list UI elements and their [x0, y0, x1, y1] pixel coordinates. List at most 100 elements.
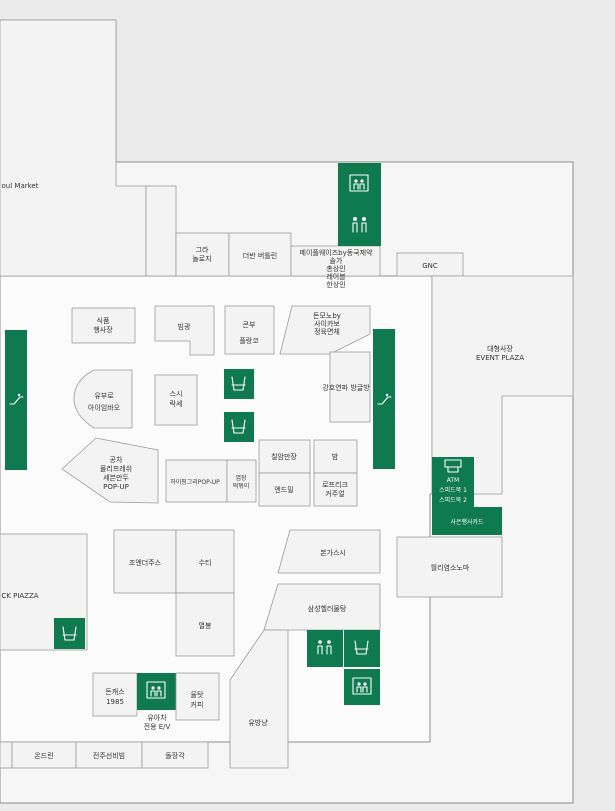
store-label-grand-toys-2: 놀로지: [192, 254, 211, 263]
store-sushi[interactable]: [154, 374, 198, 426]
store-yubuyo[interactable]: [73, 369, 133, 429]
store-label-gongcha-2: 몰리프레쉬: [100, 464, 132, 473]
store-label-heritage-5: 한상인: [326, 280, 345, 289]
store-suti[interactable]: [175, 529, 235, 594]
trash-bin-icon: [231, 419, 246, 434]
store-label-gongcha-4: POP-UP: [103, 483, 129, 491]
trash-point-1[interactable]: [224, 369, 254, 399]
store-label-suti: 수티: [199, 558, 212, 567]
store-label-heritage-4: 레이블: [326, 272, 346, 281]
store-label-seoul-market: oul Market: [2, 182, 39, 190]
store-heritage[interactable]: [290, 245, 381, 277]
store-label-event-plaza-2: EVENT PLAZA: [476, 354, 524, 362]
store-label-donmono-3: 정육면체: [314, 327, 340, 336]
store-yeomtteok[interactable]: [226, 459, 257, 503]
store-label-food-event-2: 행사장: [93, 325, 113, 334]
store-label-yubangnyang: 유방냥: [248, 718, 268, 727]
atm-kiosk[interactable]: [432, 457, 474, 507]
store-label-deoban-butler: 더반 버틀린: [243, 251, 277, 260]
store-label-yubuyo-1: 유부로: [94, 392, 114, 400]
store-label-sushi-1: 스시: [170, 390, 183, 398]
store-label-yeomtteok-1: 엽장: [235, 474, 247, 482]
escalator-icon: [377, 393, 392, 405]
store-bongasushi[interactable]: [277, 529, 381, 574]
store-ganghoyeon[interactable]: [329, 351, 371, 423]
store-roprik[interactable]: [313, 472, 358, 507]
service-label-speedbook-1: 스피드북 1: [439, 486, 467, 494]
elevator-icon: [146, 681, 166, 699]
store-label-konbu: 콘부: [243, 321, 256, 329]
store-label-roprik-1: 로프리크: [322, 480, 348, 489]
store-wolri[interactable]: [396, 536, 503, 598]
restroom-icon: [352, 217, 367, 233]
store-jeonju[interactable]: [75, 741, 143, 769]
escalator-right[interactable]: [373, 329, 395, 469]
store-label-ganghoyeon: 강호연파 방글방: [322, 383, 370, 392]
store-label-donmono-1: 돈모노by: [313, 312, 341, 320]
store-label-plaza-left: CK PIAZZA: [1, 592, 38, 600]
trash-point-2[interactable]: [224, 412, 254, 442]
store-label-gongcha-1: 공차: [110, 455, 123, 464]
trash-point-3[interactable]: [54, 618, 85, 649]
store-label-bongasushi: 본가스시: [320, 548, 346, 557]
atm-icon: [444, 459, 462, 473]
store-top-1[interactable]: [145, 185, 177, 277]
store-label-yultat-1: 율탓: [191, 690, 204, 699]
store-label-wolri: 월리염소노마: [431, 563, 470, 572]
info-desk[interactable]: [432, 507, 502, 535]
store-label-endmill: 엔드밀: [274, 485, 293, 494]
trash-bin-icon: [62, 626, 77, 641]
restroom-bottom[interactable]: [307, 630, 343, 667]
store-label-samsung: 삼성헬러물탕: [308, 604, 347, 613]
store-label-event-plaza-1: 대형사장: [487, 344, 513, 353]
store-label-dolpa: 돌장각: [165, 751, 185, 760]
store-konbu[interactable]: [224, 305, 275, 355]
store-dolpa[interactable]: [141, 741, 209, 769]
store-deoban-butler[interactable]: [228, 232, 292, 277]
store-label-grand-toys-1: 그라: [196, 245, 209, 254]
store-label-gnc: GNC: [422, 262, 438, 270]
store-label-gongcha-3: 세븐만두: [103, 473, 129, 482]
restroom-icon: [317, 640, 332, 655]
store-donmono[interactable]: [279, 305, 371, 355]
escalator-left[interactable]: [5, 330, 27, 470]
elevator-icon: [352, 677, 372, 695]
store-label-sushi-2: 락세: [170, 399, 183, 408]
store-label-donkatsu-2: 1985: [106, 698, 124, 706]
store-yeolbong[interactable]: [175, 592, 235, 657]
store-label-yeolbong: 열봉: [199, 622, 212, 630]
store-label-flower: 플랑코: [239, 337, 259, 345]
store-label-donkatsu-1: 돈캐스: [105, 688, 125, 696]
trash-bin-icon: [354, 640, 369, 655]
service-label-info: 사은행사카드: [450, 518, 484, 526]
store-label-bam: 밤: [332, 452, 339, 461]
store-label-donmono-2: 사이카보: [314, 319, 340, 328]
store-food-event[interactable]: [71, 307, 136, 344]
store-gongcha[interactable]: [61, 437, 159, 504]
store-gnc[interactable]: [396, 252, 464, 277]
store-label-brand-a: 빔광: [178, 322, 191, 331]
store-label-jeonju: 전주선비빔: [93, 751, 125, 760]
store-label-food-event-1: 식품: [97, 316, 110, 325]
store-label-baby-ev-1: 유아차: [147, 713, 167, 722]
store-yultat[interactable]: [175, 672, 220, 721]
store-bam[interactable]: [313, 439, 358, 474]
store-label-chilgap: 칠암만장: [271, 452, 297, 461]
store-donkatsu[interactable]: [92, 672, 138, 717]
escalator-icon: [9, 393, 24, 405]
store-label-heritage-1: 메이플웨이즈by동국제약: [300, 248, 374, 257]
store-brand-a[interactable]: [154, 305, 215, 356]
restroom-top[interactable]: [338, 205, 381, 246]
store-label-jordan: 조엔더주스: [129, 558, 162, 567]
store-label-baby-ev-2: 전용 E/V: [144, 722, 171, 731]
store-bottom-0[interactable]: [0, 741, 13, 769]
store-label-roprik-2: 커주얼: [325, 489, 344, 498]
store-chilgap[interactable]: [258, 439, 311, 474]
elevator-bottom-right[interactable]: [344, 669, 380, 705]
store-label-ondrin: 온드린: [34, 751, 53, 760]
store-endmill[interactable]: [258, 472, 311, 507]
store-yubangnyang[interactable]: [229, 629, 289, 769]
store-label-yubuyo-2: 아이임바오: [88, 403, 121, 412]
